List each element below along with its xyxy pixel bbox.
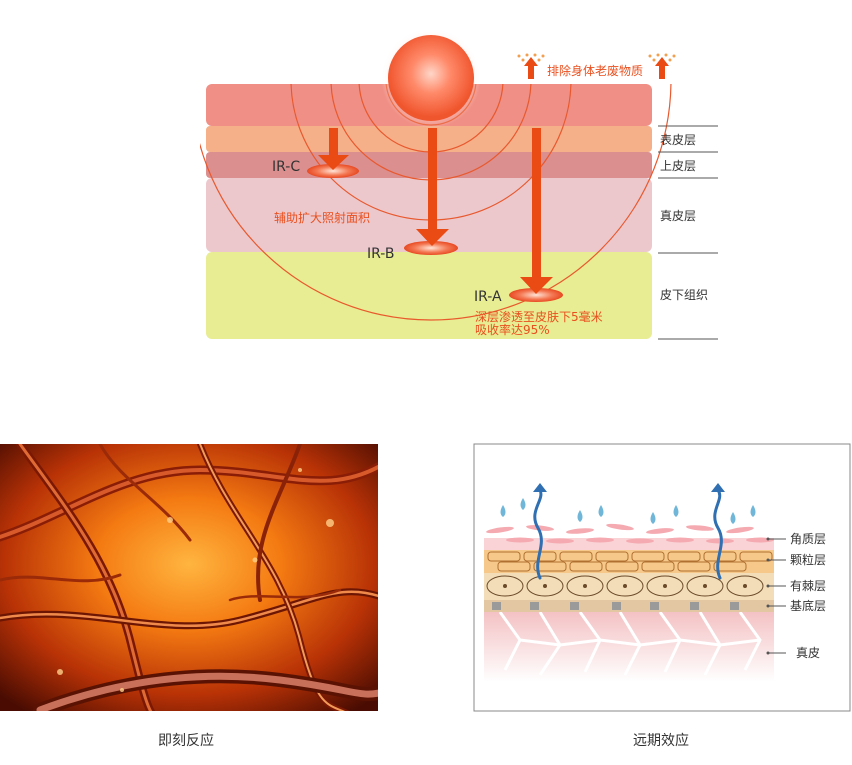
skin-label-basal: 基底层 (790, 598, 826, 613)
skin-label-leaders (768, 538, 786, 654)
skin-label-corneum: 角质层 (790, 532, 826, 546)
ir-c-arrow (318, 128, 349, 170)
layer-label-subcutaneous: 皮下组织 (660, 288, 708, 302)
skin-label-spinous: 有棘层 (790, 579, 826, 593)
ir-a-arrow (520, 128, 553, 294)
granular-cells (484, 550, 774, 573)
blood-vessel-image (0, 444, 378, 711)
subcutaneous-band (206, 252, 652, 339)
ir-a-note-line2: 吸收率达95% (475, 322, 550, 337)
layer-divider-lines (658, 125, 718, 340)
ir-b-label: IR-B (367, 246, 394, 262)
ir-a-spot (509, 288, 563, 302)
ir-c-label: IR-C (272, 159, 300, 175)
ir-c-note: 辅助扩大照射面积 (274, 210, 370, 225)
excretion-label: 排除身体老废物质 (547, 63, 643, 78)
ir-c-spot (307, 164, 359, 178)
corneum-flakes (484, 523, 774, 550)
skin-label-granular: 颗粒层 (790, 552, 826, 567)
spinous-cells (484, 573, 774, 600)
moisture-arrows (533, 488, 723, 580)
basal-cells (484, 600, 774, 612)
caption-long-term-effect: 远期效应 (633, 733, 689, 749)
ir-a-note-line1: 深层渗透至皮肤下5毫米 (475, 309, 603, 324)
skin-layers-diagram: IR-C IR-B IR-A 辅助扩大照射面积 深层渗透至皮肤下5毫米 吸收率达… (200, 28, 718, 340)
water-droplets (500, 498, 756, 524)
excretion-arrow-left (517, 53, 545, 79)
ir-b-spot (404, 241, 458, 255)
layer-label-upper: 上皮层 (660, 159, 696, 173)
layer-label-dermis: 真皮层 (660, 209, 696, 223)
layer-label-epidermis: 表皮层 (660, 133, 696, 147)
ir-b-arrow (416, 128, 449, 246)
light-source (388, 35, 474, 121)
ir-a-label: IR-A (474, 289, 502, 305)
excretion-arrow-right (648, 53, 676, 79)
skin-label-dermis: 真皮 (796, 646, 820, 660)
skin-structure-illustration: 角质层 颗粒层 有棘层 基底层 真皮 (473, 443, 851, 712)
caption-immediate-reaction: 即刻反应 (158, 733, 214, 749)
